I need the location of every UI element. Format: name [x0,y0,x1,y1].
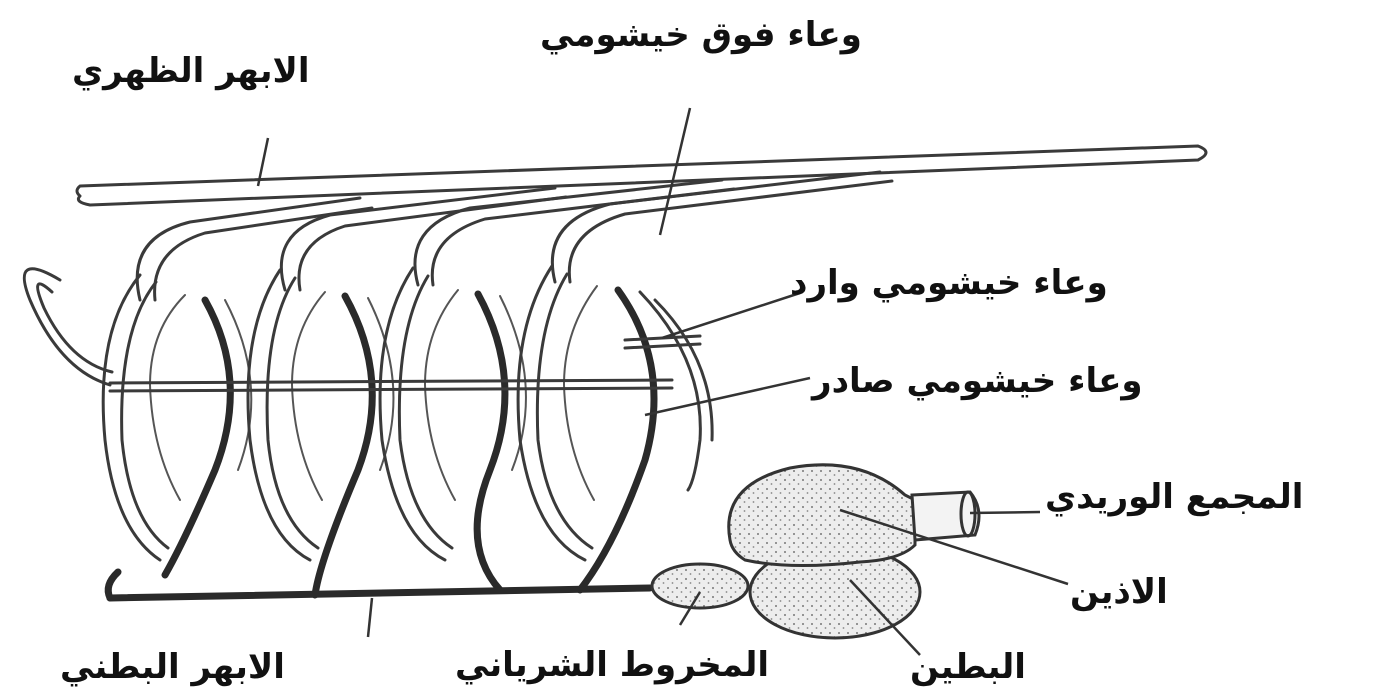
label-conus-arteriosus: المخروط الشرياني [455,648,769,682]
atrium [729,465,915,566]
dorsal-aorta [77,146,1206,205]
gill-arch-2 [248,270,393,595]
label-afferent-branchial: وعاء خيشومي وارد [790,266,1108,300]
gill-arch-1 [24,269,251,575]
sinus-venosus [912,492,979,540]
heart [652,465,979,638]
gill-arch-3 [380,268,526,590]
gill-arch-4 [518,266,712,590]
label-atrium: الاذين [1070,575,1168,609]
ventral-aorta [108,572,650,598]
label-ventricle: البطين [910,650,1026,684]
conus-arteriosus [652,564,748,608]
label-sinus-venosus: المجمع الوريدي [1045,480,1303,514]
label-efferent-branchial: وعاء خيشومي صادر [812,364,1143,398]
label-dorsal-aorta: الابهر الظهري [72,54,309,88]
epibranchial-vessels [137,172,892,300]
label-ventral-aorta: الابهر البطني [60,650,285,684]
label-epibranchial-vessel: وعاء فوق خيشومي [540,18,862,52]
